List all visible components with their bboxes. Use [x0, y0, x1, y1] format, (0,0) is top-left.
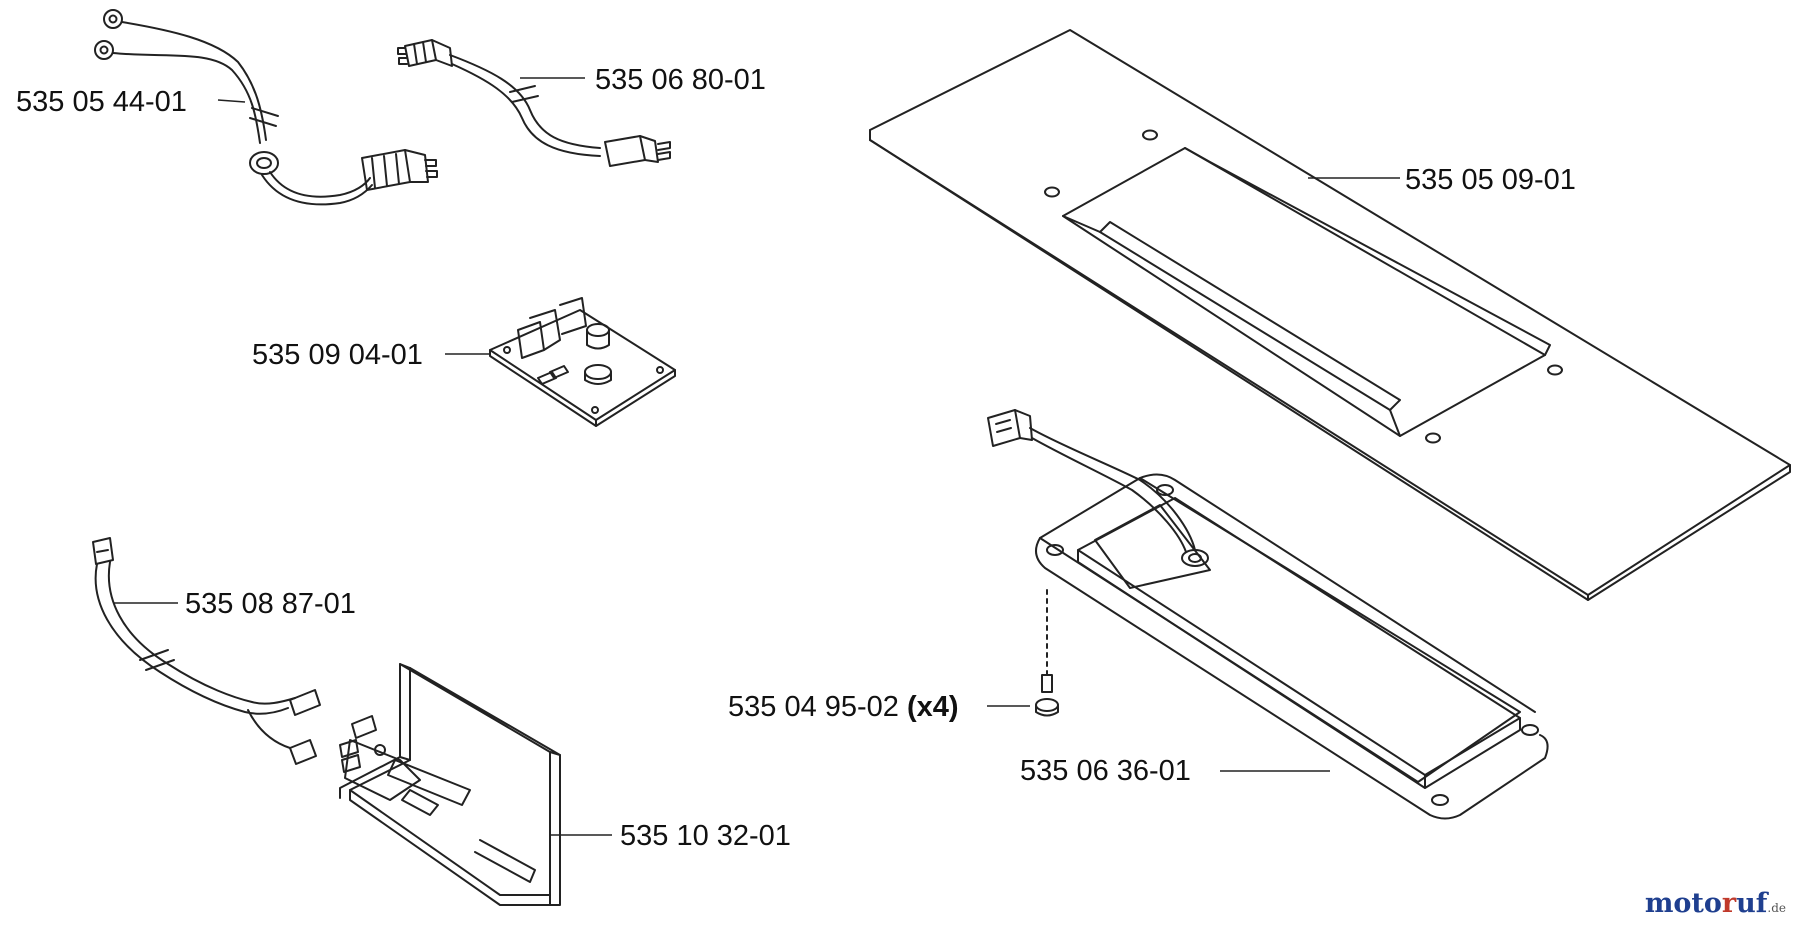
cover-plate: [869, 29, 1791, 601]
part-label-screw: 535 04 95-02 (x4): [728, 691, 959, 723]
watermark-logo: motoruf.de: [1644, 888, 1786, 919]
harness-spade-terminals: [92, 537, 321, 765]
bracket-switch: [339, 663, 561, 906]
housing: [987, 409, 1549, 820]
part-label-harness-ring: 535 05 44-01: [16, 86, 187, 118]
part-label-bracket: 535 10 32-01: [620, 820, 791, 852]
quantity-label: (x4): [907, 691, 959, 723]
leader-lines: [113, 77, 1400, 836]
part-label-harness-spade: 535 08 87-01: [185, 588, 356, 620]
part-label-circuit-board: 535 09 04-01: [252, 339, 423, 371]
part-label-cover-plate: 535 05 09-01: [1405, 164, 1576, 196]
part-label-harness-plug: 535 06 80-01: [595, 64, 766, 96]
part-label-housing: 535 06 36-01: [1020, 755, 1191, 787]
harness-plug-connectors: [397, 39, 671, 167]
circuit-board: [489, 297, 676, 427]
harness-ring-terminals: [94, 9, 438, 206]
screw: [1035, 589, 1059, 717]
